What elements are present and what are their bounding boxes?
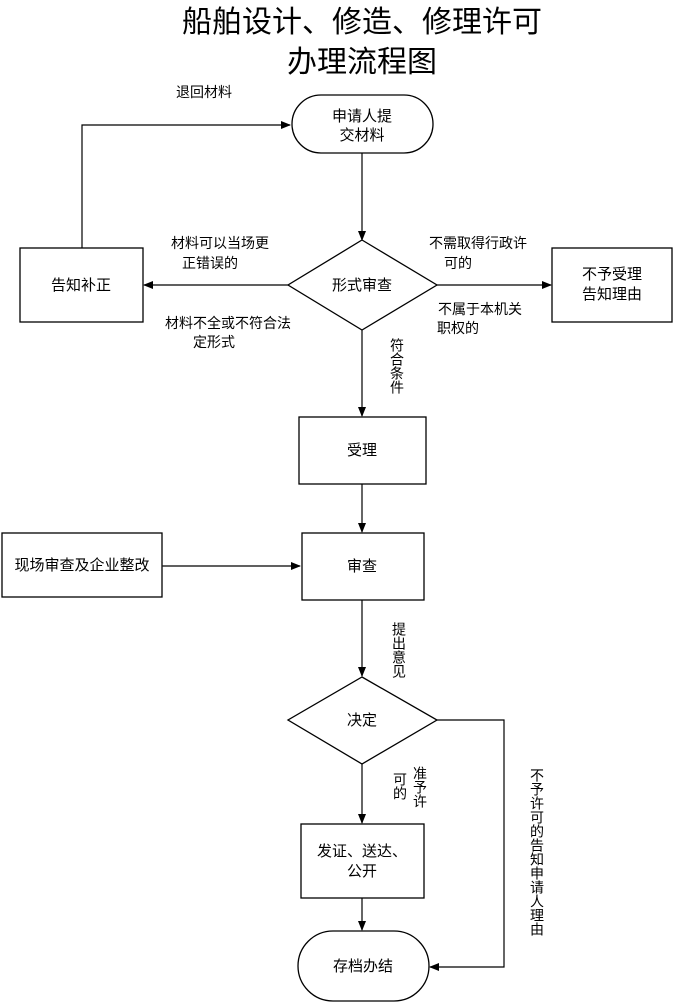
- node-archive: [297, 930, 430, 1002]
- label-not-in-authority-1: 不属于本机关: [438, 302, 522, 318]
- title-line-1: 船舶设计、修造、修理许可: [182, 5, 542, 40]
- node-onsite-review-label: 现场审查及企业整改: [14, 556, 149, 574]
- node-reject-notify: [551, 247, 673, 323]
- title-line-2: 办理流程图: [287, 45, 437, 80]
- node-issue-certificate-label-1: 发证、送达、: [317, 842, 407, 860]
- node-reject-notify-label-1: 不予受理: [582, 265, 642, 283]
- edge-deny-to-archive: [429, 719, 505, 971]
- node-archive-label: 存档办结: [333, 957, 393, 975]
- label-no-permit-needed-1: 不需取得行政许: [429, 235, 527, 252]
- label-correct-on-site-2: 正错误的: [182, 256, 238, 272]
- node-reject-notify-label-2: 告知理由: [582, 285, 642, 303]
- label-deny-permit: 不予许可的告知申请人理由: [528, 768, 544, 936]
- node-apply-label-1: 申请人提: [332, 107, 392, 125]
- label-not-in-authority-2: 职权的: [437, 321, 479, 337]
- node-apply-label-2: 交材料: [339, 126, 384, 144]
- label-incomplete-2: 定形式: [193, 335, 235, 351]
- node-decision: [286, 676, 439, 765]
- node-review-label: 审查: [347, 557, 377, 575]
- node-notify-correction-label: 告知补正: [51, 276, 111, 294]
- label-grant-permit-col-1: 准予许: [411, 766, 427, 808]
- label-return-materials: 退回材料: [176, 85, 232, 101]
- label-opinion: 提出意见: [390, 622, 406, 679]
- node-onsite-review: [1, 532, 163, 598]
- node-accept: [298, 416, 427, 485]
- node-formal-review-label: 形式审查: [332, 276, 392, 294]
- label-correct-on-site-1: 材料可以当场更: [171, 236, 269, 252]
- edge-return-materials: [81, 121, 291, 248]
- node-issue-certificate-label-2: 公开: [347, 862, 377, 880]
- node-review: [301, 532, 425, 601]
- node-formal-review: [286, 239, 439, 331]
- label-grant-permit-col-2: 可的: [391, 772, 407, 800]
- node-decision-label: 决定: [347, 711, 377, 729]
- node-apply: [291, 94, 434, 154]
- label-meets-conditions: 符合条件: [388, 338, 404, 394]
- node-accept-label: 受理: [347, 441, 377, 459]
- label-no-permit-needed-2: 可的: [444, 256, 472, 272]
- node-notify-correction: [19, 247, 144, 323]
- label-incomplete-1: 材料不全或不符合法: [165, 315, 291, 332]
- node-issue-certificate: [300, 823, 425, 899]
